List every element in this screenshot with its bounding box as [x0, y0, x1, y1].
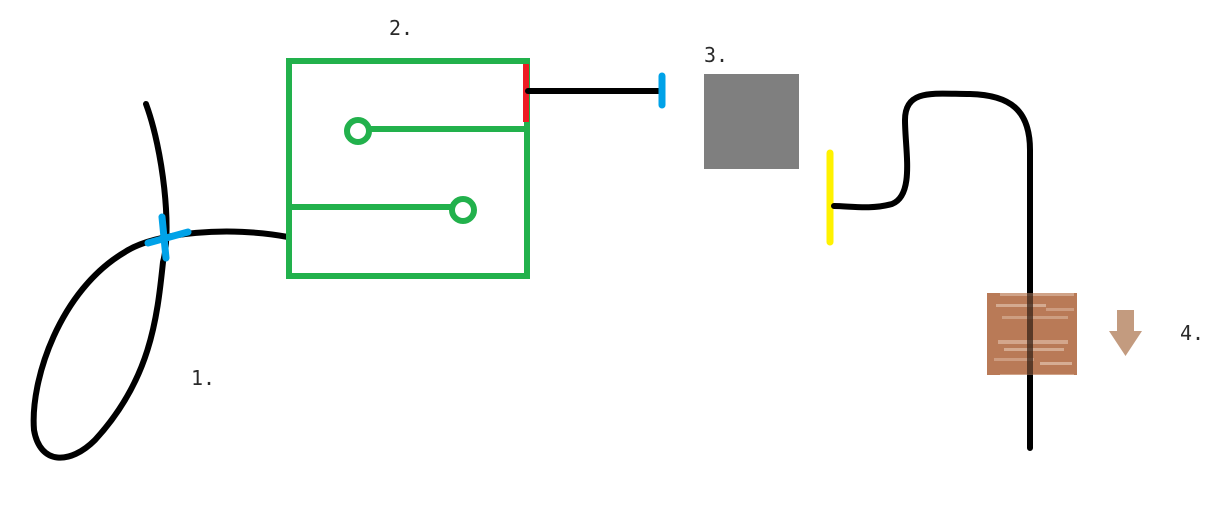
step-label-2: 2.	[389, 16, 414, 40]
step-label-4: 4.	[1180, 321, 1205, 345]
switch-contact-lower	[449, 196, 477, 224]
gray-block	[704, 74, 799, 169]
cross-marker-icon	[144, 213, 192, 262]
step-label-3: 3.	[704, 43, 729, 67]
switch-box	[286, 58, 530, 279]
arrow-down-icon	[1109, 310, 1142, 356]
wire-to-wood	[831, 90, 1033, 451]
switch-box-outline	[286, 58, 530, 279]
wire-loop	[30, 101, 291, 461]
step-label-1: 1.	[191, 366, 216, 390]
switch-contact-upper	[344, 117, 372, 145]
